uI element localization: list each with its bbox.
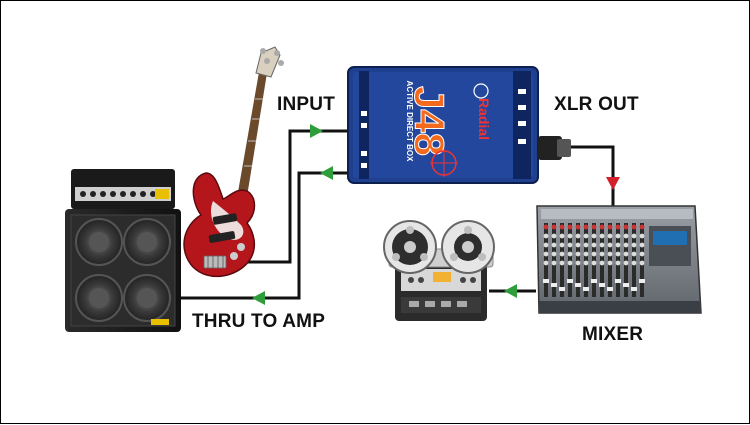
arrow-input-green bbox=[310, 124, 323, 138]
tape-machine-image bbox=[383, 220, 495, 321]
direct-box-brand: Radial bbox=[476, 98, 492, 140]
mixer-image bbox=[536, 205, 702, 314]
bass-guitar-image bbox=[183, 46, 284, 278]
arrow-thru-green bbox=[320, 166, 333, 180]
xlr-out-label: XLR OUT bbox=[554, 94, 639, 115]
thru-to-amp-label: THRU TO AMP bbox=[192, 311, 326, 332]
direct-box-model: J48 bbox=[406, 86, 453, 156]
direct-box-subtitle: ACTIVE DIRECT BOX bbox=[405, 81, 414, 163]
arrow-xlr-red bbox=[606, 177, 620, 190]
arrow-amp-green bbox=[252, 291, 265, 305]
direct-box-image: J48 ACTIVE DIRECT BOX Radial bbox=[347, 66, 571, 184]
input-label: INPUT bbox=[277, 94, 335, 115]
arrow-tape-green bbox=[504, 284, 517, 298]
bass-amp-image bbox=[65, 169, 181, 332]
mixer-label: MIXER bbox=[582, 324, 644, 345]
signal-arrows bbox=[252, 124, 620, 305]
